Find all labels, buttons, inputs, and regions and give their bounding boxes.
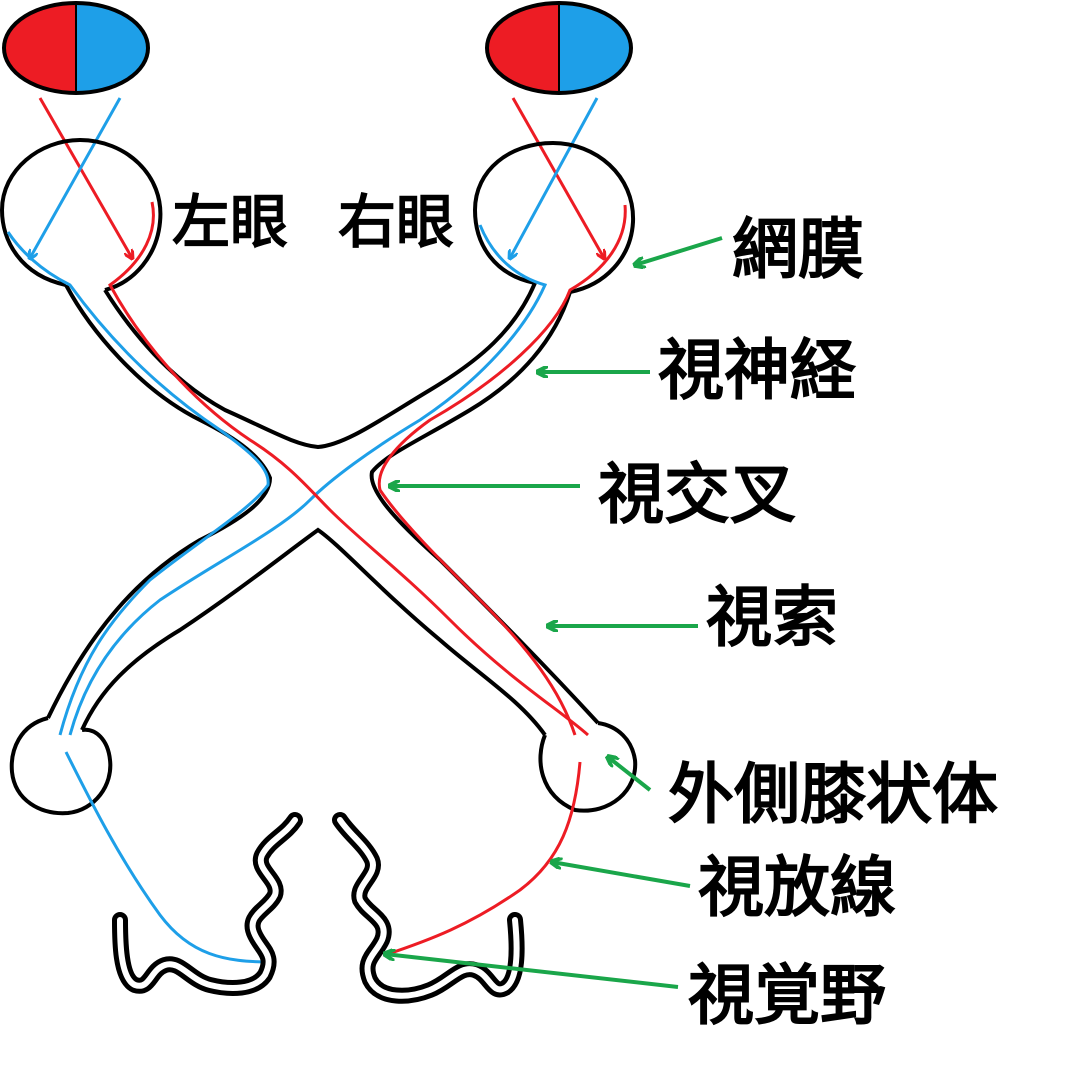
optic-radiation-pointer-arrow bbox=[552, 862, 691, 888]
optic-pathway-outline bbox=[46, 282, 600, 737]
right-eye-label: 右眼 bbox=[338, 188, 454, 256]
optic-nerve-label: 視神経 bbox=[658, 332, 857, 409]
left-eye-blue-ray bbox=[30, 97, 122, 258]
left-lgn-body bbox=[9, 716, 113, 816]
right-visual-field-icon bbox=[485, 1, 633, 95]
right-eye-blue-ray bbox=[510, 97, 599, 258]
red-fiber-right bbox=[377, 204, 627, 736]
retina-label: 網膜 bbox=[732, 211, 864, 288]
right-eye-red-ray bbox=[511, 97, 604, 258]
left-eye-label: 左眼 bbox=[172, 188, 288, 256]
left-visual-field-icon bbox=[2, 1, 150, 95]
blue-fiber-left bbox=[6, 231, 270, 736]
optic-chiasm-label: 視交叉 bbox=[598, 456, 796, 533]
visual-cortex-label: 視覚野 bbox=[688, 957, 886, 1034]
optic-tract-label: 視索 bbox=[706, 579, 838, 656]
blue-fiber-right bbox=[68, 224, 548, 736]
visual-cortex-gyri bbox=[112, 812, 525, 1004]
right-eyeball bbox=[472, 140, 636, 294]
left-eyeball bbox=[0, 137, 163, 292]
red-optic-radiation bbox=[384, 761, 582, 957]
retina-pointer-arrow bbox=[635, 236, 723, 265]
lgn-label: 外側膝状体 bbox=[668, 756, 998, 833]
optic-radiation-label: 視放線 bbox=[698, 849, 896, 926]
visual-cortex-pointer-arrow bbox=[385, 954, 679, 989]
lgn-pointer-arrow bbox=[608, 757, 652, 792]
red-fiber-left bbox=[108, 201, 589, 737]
right-lgn-body bbox=[538, 721, 638, 813]
left-eye-red-ray bbox=[38, 97, 132, 258]
blue-optic-radiation bbox=[64, 751, 271, 964]
